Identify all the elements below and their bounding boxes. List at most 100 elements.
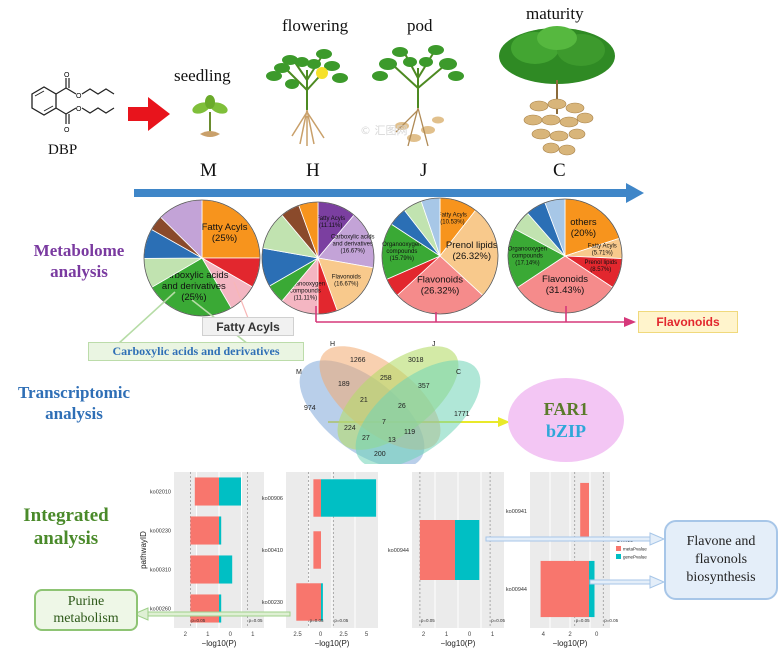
pie-slice-label: Prenol lipids(8.57%) xyxy=(584,260,617,273)
transcriptomic-label: Transcriptomic analysis xyxy=(17,383,131,423)
seedling-plant xyxy=(192,95,228,137)
tf-bzip: bZIP xyxy=(545,421,587,441)
venn-count: 27 xyxy=(362,435,370,442)
venn-count: 974 xyxy=(304,405,316,412)
pie-slice-label: Fatty Acyls(5.71%) xyxy=(588,243,617,256)
pie-slice-label: Fatty Acyls(25%) xyxy=(202,222,248,244)
pathway-id: ko00260 xyxy=(150,607,171,613)
bar-metab xyxy=(190,555,219,584)
p-annotation: p=0.05 xyxy=(334,618,348,623)
purine-metabolism-box: Purine metabolism xyxy=(34,589,138,631)
pie-slice-label: Prenol lipids(26.32%) xyxy=(446,240,498,262)
legend-label: genePvalue xyxy=(623,555,647,560)
pie-J: Fatty Acyls(10.53%) Prenol lipids(26.32%)… xyxy=(381,197,499,315)
svg-text:O: O xyxy=(76,93,82,100)
bar-gene xyxy=(589,560,595,618)
pathway-id: ko00230 xyxy=(262,600,283,606)
venn-count: 357 xyxy=(418,383,430,390)
y-axis-label: pathwayID xyxy=(139,531,148,569)
svg-text:O: O xyxy=(64,72,70,79)
pie-slice-label: Fatty Acyls(11.11%) xyxy=(316,216,345,229)
stage-name-seedling: seedling xyxy=(174,66,231,85)
pathway-id: ko00944 xyxy=(506,587,527,593)
venn-count: 3018 xyxy=(408,357,424,364)
legend-swatch xyxy=(616,554,621,559)
flavone-biosynthesis-box: Flavone and flavonols biosynthesis xyxy=(664,520,778,600)
venn-set-M: M xyxy=(296,369,302,376)
bar-gene xyxy=(219,594,222,623)
pie-slice-label: Flavonoids(26.32%) xyxy=(417,274,463,296)
x-tick-label: 2 xyxy=(568,632,572,638)
venn-count: 258 xyxy=(380,375,392,382)
stage-name-pod: pod xyxy=(407,16,433,35)
venn-count: 119 xyxy=(404,429,415,436)
p-annotation: p=0.05 xyxy=(604,618,618,623)
x-axis-label: −log10(P) xyxy=(315,639,350,648)
carboxylic-callout: Carboxylic acids and derivatives xyxy=(88,342,304,361)
venn-set-C: C xyxy=(456,369,461,376)
x-tick-label: 1 xyxy=(445,632,449,638)
pie-slice-label: Fatty Acyls(10.53%) xyxy=(438,212,467,225)
x-tick-label: 2 xyxy=(184,632,188,638)
x-tick-label: 2 xyxy=(422,632,426,638)
p-annotation: p=0.05 xyxy=(491,618,505,623)
venn-count: 1771 xyxy=(454,411,470,418)
pathway-id: ko00310 xyxy=(150,568,171,574)
fatty-acyls-callout: Fatty Acyls xyxy=(202,317,294,336)
stage-letter-J: J xyxy=(420,160,428,181)
p-annotation: p=0.05 xyxy=(191,618,205,623)
x-tick-label: 0 xyxy=(595,632,599,638)
bar-metab xyxy=(313,479,321,517)
bar-gene xyxy=(321,479,377,517)
bar-gene xyxy=(219,477,241,506)
venn-count: 189 xyxy=(338,381,350,388)
pathway-id: ko00230 xyxy=(150,529,171,535)
pie-slice-label: Flavonoids(16.67%) xyxy=(332,274,361,287)
pod-plant xyxy=(372,45,464,147)
pathway-id: ko00410 xyxy=(262,548,283,554)
maturity-plant xyxy=(499,26,615,156)
flavonoids-callout: Flavonoids xyxy=(638,311,738,333)
x-tick-label: 2.5 xyxy=(293,632,302,638)
bar-metab xyxy=(190,594,219,623)
integrated-label: Integrated analysis xyxy=(23,505,109,549)
dbp-label: DBP xyxy=(48,142,78,158)
watermark: © 汇图网 xyxy=(360,124,408,137)
venn-diagram: M H J C 974 1266 3018 1771 189 258 357 2… xyxy=(296,341,481,464)
x-tick-label: 1 xyxy=(206,632,210,638)
p-annotation: p=0.05 xyxy=(310,618,324,623)
venn-count: 26 xyxy=(398,403,406,410)
x-tick-label: 1 xyxy=(251,632,255,638)
venn-count: 224 xyxy=(344,425,356,432)
x-axis-label: −log10(P) xyxy=(441,639,476,648)
stage-letter-H: H xyxy=(306,160,320,181)
timeline-arrow xyxy=(134,183,644,203)
bar-gene xyxy=(455,520,480,580)
venn-count: 13 xyxy=(388,437,396,444)
x-axis-label: −log10(P) xyxy=(553,639,588,648)
dbp-structure: O O O O xyxy=(31,72,115,134)
p-annotation: p=0.05 xyxy=(421,618,435,623)
p-annotation: p=0.05 xyxy=(576,618,590,623)
legend-label: metaPvalue xyxy=(623,547,647,552)
tf-far1: FAR1 xyxy=(543,399,589,419)
pie-slice-label: others(20%) xyxy=(570,217,597,239)
svg-text:O: O xyxy=(76,106,82,113)
x-axis-label: −log10(P) xyxy=(202,639,237,648)
bar-metab xyxy=(194,477,219,506)
enrichment-plot-4: ko00941ko00944p=0.05p=0.05420−log10(P)Om… xyxy=(506,472,647,648)
flowering-plant xyxy=(266,49,348,146)
